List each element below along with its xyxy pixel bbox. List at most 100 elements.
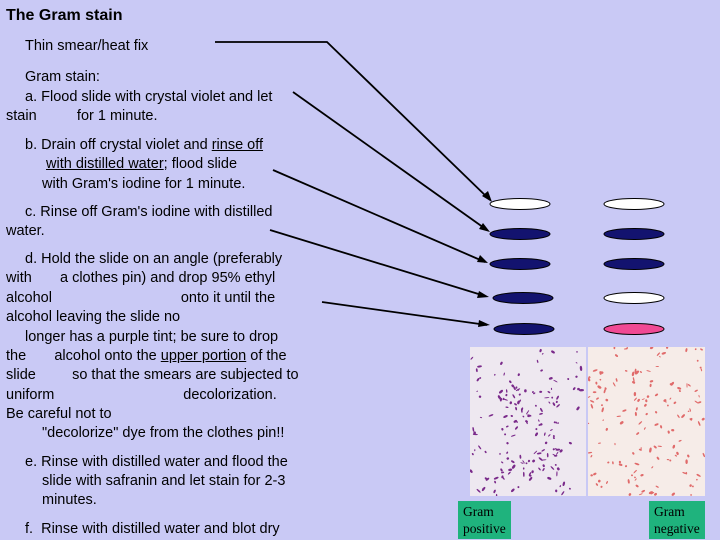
bacterium-speck xyxy=(493,489,496,494)
step-d-line3: alcohol onto it until the xyxy=(6,290,276,306)
arrow-line-a xyxy=(292,91,488,231)
bacterium-speck xyxy=(553,379,558,383)
bacterium-speck xyxy=(690,494,693,496)
bacterium-speck xyxy=(649,347,654,350)
bacterium-speck xyxy=(687,384,691,387)
bacterium-speck xyxy=(631,474,633,477)
bacterium-speck xyxy=(472,427,475,432)
bacterium-speck xyxy=(556,451,559,456)
bacterium-speck xyxy=(536,452,542,455)
slide-positive-iodine xyxy=(489,258,551,270)
bacterium-speck xyxy=(618,463,623,466)
bacterium-speck xyxy=(532,392,536,395)
bacterium-speck xyxy=(495,493,498,496)
bacterium-speck xyxy=(556,467,560,471)
step-d-line5: longer has a purple tint; be sure to dro… xyxy=(25,329,279,345)
arrow-line-b xyxy=(272,169,486,263)
bacterium-speck xyxy=(576,406,580,411)
bacterium-speck xyxy=(579,365,583,371)
bacterium-speck xyxy=(655,365,660,368)
bacterium-speck xyxy=(471,452,474,456)
bacterium-speck xyxy=(528,476,533,481)
bacterium-speck xyxy=(505,406,509,409)
bacterium-speck xyxy=(533,450,538,455)
bacterium-speck xyxy=(504,433,507,436)
bacterium-speck xyxy=(657,445,662,447)
bacterium-speck xyxy=(478,445,482,450)
bacterium-speck xyxy=(506,451,509,454)
bacterium-speck xyxy=(640,447,642,449)
bacterium-speck xyxy=(556,471,558,477)
bacterium-speck xyxy=(700,368,703,372)
bacterium-speck xyxy=(596,397,599,400)
bacterium-speck xyxy=(613,347,616,350)
bacterium-speck xyxy=(555,421,558,424)
bacterium-speck xyxy=(512,394,516,399)
bacterium-speck xyxy=(517,486,520,489)
bacterium-speck xyxy=(624,370,628,372)
bacterium-speck xyxy=(588,377,591,382)
bacterium-speck xyxy=(599,371,602,375)
bacterium-speck xyxy=(522,415,525,418)
bacterium-speck xyxy=(505,389,508,393)
bacterium-speck xyxy=(649,447,652,453)
bacterium-speck xyxy=(552,448,555,451)
bacterium-speck xyxy=(505,425,509,428)
bacterium-speck xyxy=(637,398,640,402)
bacterium-speck xyxy=(607,461,610,464)
bacterium-speck xyxy=(515,426,518,430)
label-gram-negative-line2: negative xyxy=(654,521,700,536)
arrow-line-d xyxy=(321,301,488,326)
bacterium-speck xyxy=(559,485,562,488)
bacterium-speck xyxy=(519,454,522,459)
bacterium-speck xyxy=(540,407,543,413)
bacterium-speck xyxy=(667,404,669,407)
bacterium-speck xyxy=(502,476,505,480)
bacterium-speck xyxy=(535,428,538,431)
bacterium-speck xyxy=(552,437,555,439)
arrowhead-c xyxy=(477,291,489,298)
bacterium-speck xyxy=(473,431,476,435)
bacterium-speck xyxy=(656,352,660,357)
bacterium-speck xyxy=(508,468,513,472)
bacterium-speck xyxy=(542,459,547,461)
label-gram-negative-line1: Gram xyxy=(654,504,685,519)
bacterium-speck xyxy=(681,414,685,418)
bacterium-speck xyxy=(687,454,690,458)
bacterium-speck xyxy=(606,481,608,484)
bacterium-speck xyxy=(550,387,553,390)
bacterium-speck xyxy=(600,485,603,488)
bacterium-speck xyxy=(588,376,591,379)
bacterium-speck xyxy=(539,348,542,353)
bacterium-speck xyxy=(661,352,667,355)
bacterium-speck xyxy=(572,387,576,391)
step-a-line2: stain for 1 minute. xyxy=(6,108,158,124)
bacterium-speck xyxy=(641,489,646,493)
bacterium-speck xyxy=(532,459,536,463)
bacterium-speck xyxy=(598,442,601,444)
bacterium-speck xyxy=(547,391,551,394)
bacterium-speck xyxy=(639,371,642,373)
bacterium-speck xyxy=(503,398,508,401)
bacterium-speck xyxy=(515,406,518,411)
step-d-text6b: of the xyxy=(246,348,287,364)
step-d-line1: d. Hold the slide on an angle (preferabl… xyxy=(25,251,283,267)
bacterium-speck xyxy=(653,445,657,449)
bacterium-speck xyxy=(694,400,699,404)
bacterium-speck xyxy=(531,390,534,394)
bacterium-speck xyxy=(666,458,670,461)
step-b-line2: with distilled water; flood slide xyxy=(46,155,237,175)
bacterium-speck xyxy=(633,392,637,397)
bacterium-speck xyxy=(631,371,635,377)
slide-negative-iodine xyxy=(603,258,665,270)
bacterium-speck xyxy=(544,441,548,445)
bacterium-speck xyxy=(567,378,570,380)
bacterium-speck xyxy=(501,428,504,431)
bacterium-speck xyxy=(476,390,479,392)
bacterium-speck xyxy=(547,477,552,480)
step-b-line3: with Gram's iodine for 1 minute. xyxy=(42,176,246,192)
bacterium-speck xyxy=(605,398,609,402)
bacterium-speck xyxy=(593,472,597,476)
step-c-line1: c. Rinse off Gram's iodine with distille… xyxy=(25,204,273,220)
bacterium-speck xyxy=(553,454,558,457)
